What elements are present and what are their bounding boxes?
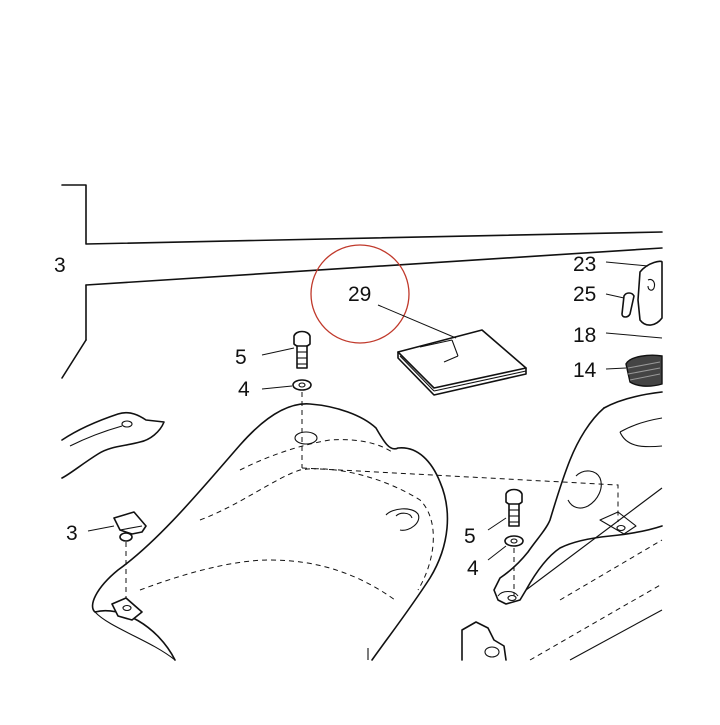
callout-4-lower: 4	[467, 557, 479, 580]
callout-4-upper: 4	[238, 378, 250, 401]
leader-23	[605, 261, 649, 267]
leader-5-lower	[487, 517, 507, 531]
leader-4-lower	[487, 545, 507, 561]
callout-3-cut: 3	[54, 254, 66, 277]
leader-3	[87, 525, 115, 532]
right-subframe	[493, 391, 663, 661]
leader-14	[605, 367, 627, 370]
left-trim-piece	[61, 411, 165, 479]
callout-5-lower: 5	[464, 525, 476, 548]
leader-4-upper	[261, 385, 293, 390]
callout-29: 29	[348, 283, 371, 306]
leader-29	[377, 304, 457, 339]
outline-frame	[61, 184, 663, 379]
seat-body	[91, 403, 449, 661]
clip-mount-left	[111, 597, 143, 621]
pin-part-25	[621, 292, 635, 318]
leader-5-upper	[261, 347, 295, 356]
callout-3: 3	[66, 522, 78, 545]
callout-23: 23	[573, 253, 596, 276]
callout-18: 18	[573, 324, 596, 347]
callout-5-upper: 5	[235, 346, 247, 369]
callout-14: 14	[573, 359, 597, 382]
bolt-part-5-upper	[293, 330, 311, 369]
bracket-part-23	[637, 260, 663, 326]
manual-booklet-part	[397, 329, 527, 396]
washer-part-4-upper	[292, 379, 312, 391]
washer-part-4-lower	[504, 535, 524, 547]
leader-25	[605, 293, 625, 299]
clip-part-3	[113, 511, 147, 542]
callout-25: 25	[573, 283, 596, 306]
pad-part-14	[625, 354, 663, 387]
link-line	[301, 467, 619, 522]
highlight-circle	[310, 244, 410, 344]
leader-18	[605, 332, 663, 339]
lower-bracket	[461, 621, 507, 661]
bolt-part-5-lower	[505, 488, 523, 527]
